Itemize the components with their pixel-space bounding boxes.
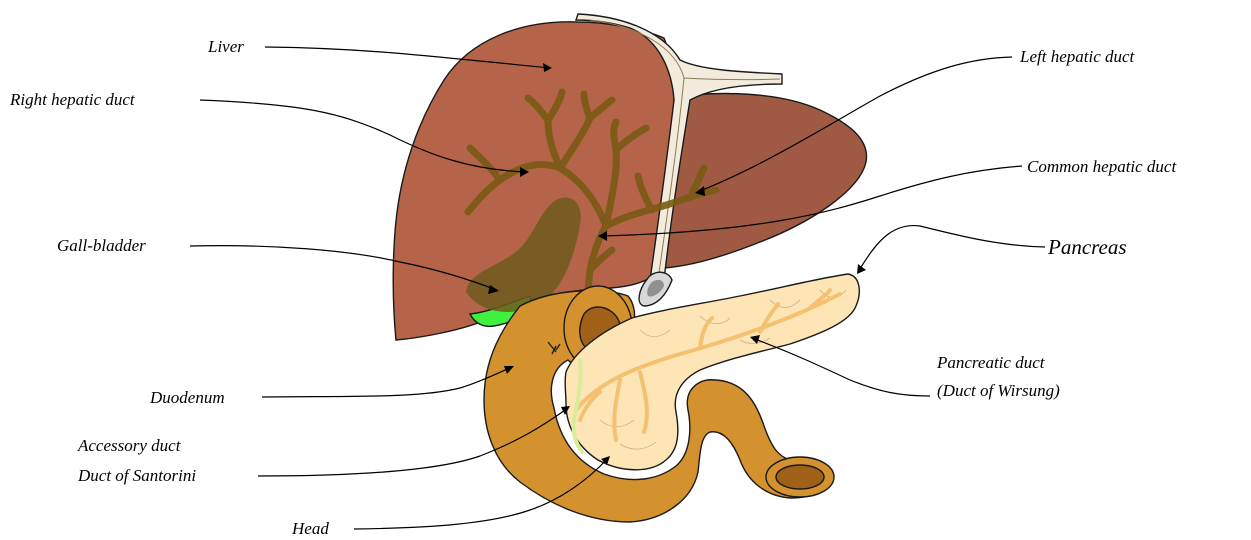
label-duct-of-wirsung: (Duct of Wirsung) <box>937 381 1060 400</box>
label-accessory-duct: Accessory duct <box>77 436 182 455</box>
label-right-hepatic-duct: Right hepatic duct <box>9 90 136 109</box>
duodenum-lumen-lower <box>776 465 824 489</box>
label-duodenum: Duodenum <box>149 388 225 407</box>
label-liver: Liver <box>207 37 244 56</box>
leader-duodenum <box>262 367 512 397</box>
label-left-hepatic-duct: Left hepatic duct <box>1019 47 1136 66</box>
label-duct-of-santorini: Duct of Santorini <box>77 466 196 485</box>
label-pancreas: Pancreas <box>1047 235 1127 259</box>
label-pancreatic-duct: Pancreatic duct <box>936 353 1046 372</box>
label-gall-bladder: Gall-bladder <box>57 236 146 255</box>
leader-pancreas <box>858 226 1045 272</box>
label-common-hepatic-duct: Common hepatic duct <box>1027 157 1177 176</box>
label-head: Head <box>291 519 329 538</box>
